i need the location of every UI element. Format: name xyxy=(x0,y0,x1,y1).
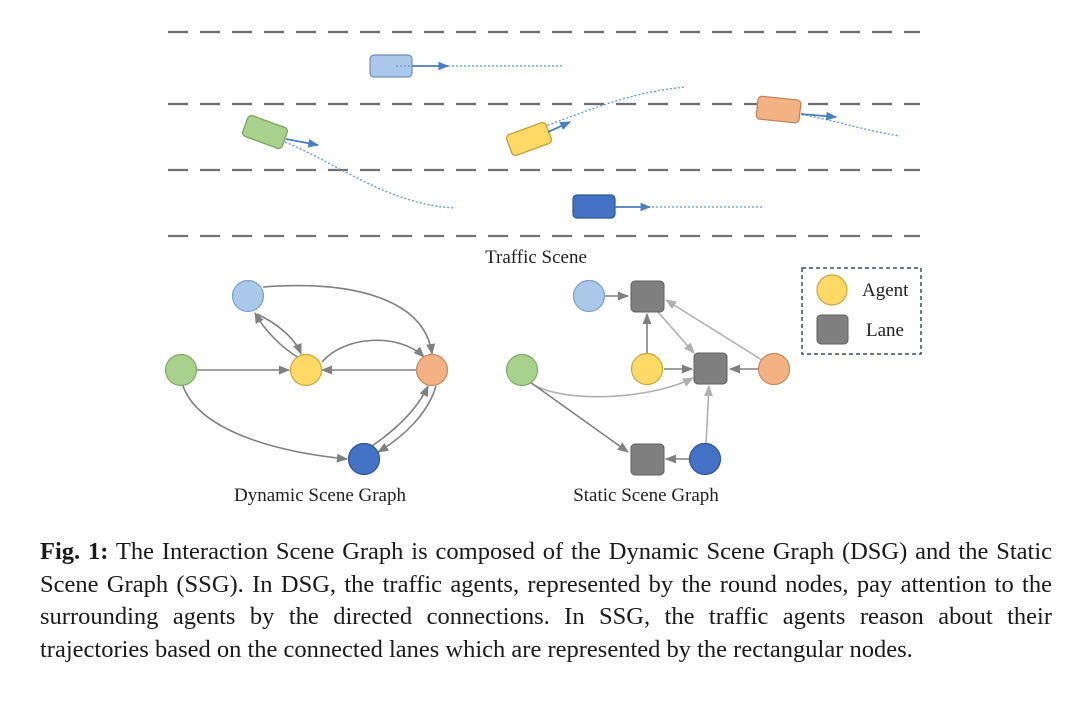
caption-text: The Interaction Scene Graph is composed … xyxy=(40,538,1053,663)
legend-lane-label: Lane xyxy=(866,320,904,341)
traffic-scene: Traffic Scene xyxy=(168,30,920,268)
ssg-node-green xyxy=(505,353,539,387)
static-graph-label: Static Scene Graph xyxy=(573,485,719,506)
dsg-node-yellow xyxy=(289,353,323,387)
legend-box xyxy=(801,267,922,355)
dynamic-graph-label: Dynamic Scene Graph xyxy=(234,485,406,506)
legend-lane-icon xyxy=(816,314,849,345)
legend-agent-label: Agent xyxy=(862,280,909,301)
ssg-lane-bottom xyxy=(630,443,665,476)
vehicle-orange xyxy=(755,95,901,137)
ssg-lane-middle xyxy=(693,352,728,385)
vehicle-green xyxy=(242,115,456,209)
dsg-node-dark-blue xyxy=(347,442,381,476)
vehicle-dark-blue xyxy=(572,194,764,219)
dynamic-scene-graph: Dynamic Scene Graph xyxy=(164,279,449,506)
traffic-scene-label: Traffic Scene xyxy=(485,247,587,268)
ssg-lane-top xyxy=(630,280,665,313)
dsg-edges xyxy=(181,284,437,463)
legend: Agent Lane xyxy=(801,267,922,355)
scene-graph-diagram: Traffic Scene xyxy=(164,30,922,506)
static-scene-graph: Static Scene Graph xyxy=(505,279,791,506)
ssg-node-yellow xyxy=(630,352,664,386)
vehicle-yellow xyxy=(506,86,687,156)
ssg-edges xyxy=(526,291,763,464)
ssg-node-orange xyxy=(757,352,791,386)
ssg-node-dark-blue xyxy=(688,442,722,476)
caption-figure-number: Fig. 1: xyxy=(40,538,109,565)
dsg-node-light-blue xyxy=(231,279,265,313)
figure-caption: Fig. 1: The Interaction Scene Graph is c… xyxy=(40,536,1052,666)
dsg-node-orange xyxy=(415,353,449,387)
ssg-node-light-blue xyxy=(572,279,606,313)
legend-agent-icon xyxy=(816,274,848,306)
dsg-node-green xyxy=(164,353,198,387)
vehicle-light-blue xyxy=(369,54,562,78)
